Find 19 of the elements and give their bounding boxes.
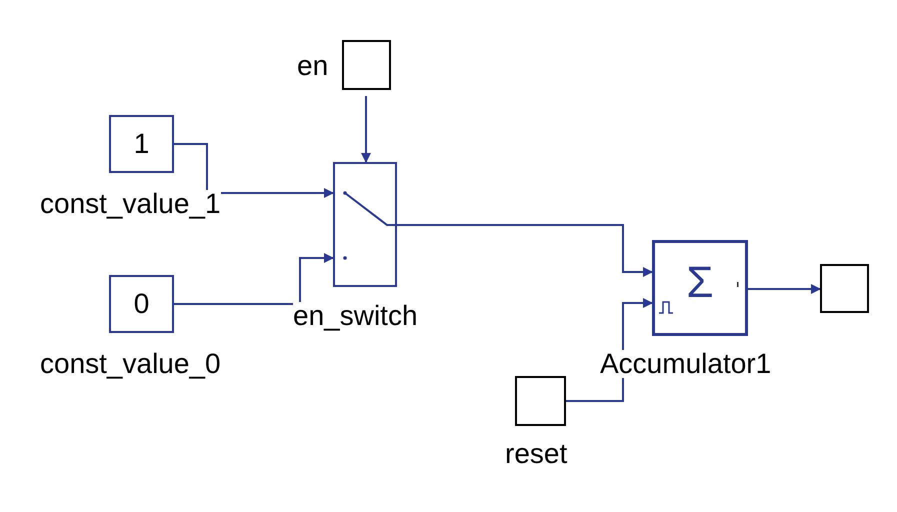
input-port-block bbox=[515, 376, 566, 426]
output-port-block bbox=[820, 264, 869, 313]
block-name: Accumulator1 bbox=[600, 350, 772, 378]
value-label: 1 bbox=[134, 130, 150, 158]
input-port-block bbox=[342, 40, 391, 90]
accumulator-block bbox=[652, 240, 748, 336]
signal-arrow bbox=[361, 96, 371, 163]
block-name: en_switch bbox=[293, 302, 418, 330]
value-label: 0 bbox=[134, 290, 150, 318]
sum-symbol: Σ bbox=[686, 261, 714, 305]
signal-arrow bbox=[397, 224, 653, 277]
block-name: const_value_1 bbox=[40, 190, 221, 218]
switch-block bbox=[333, 162, 397, 287]
constant-block bbox=[109, 275, 174, 333]
signal-arrow bbox=[748, 284, 821, 294]
block-name: const_value_0 bbox=[40, 350, 221, 378]
signal-arrow bbox=[174, 143, 334, 198]
constant-block bbox=[109, 115, 174, 173]
signal-arrow bbox=[174, 253, 334, 305]
